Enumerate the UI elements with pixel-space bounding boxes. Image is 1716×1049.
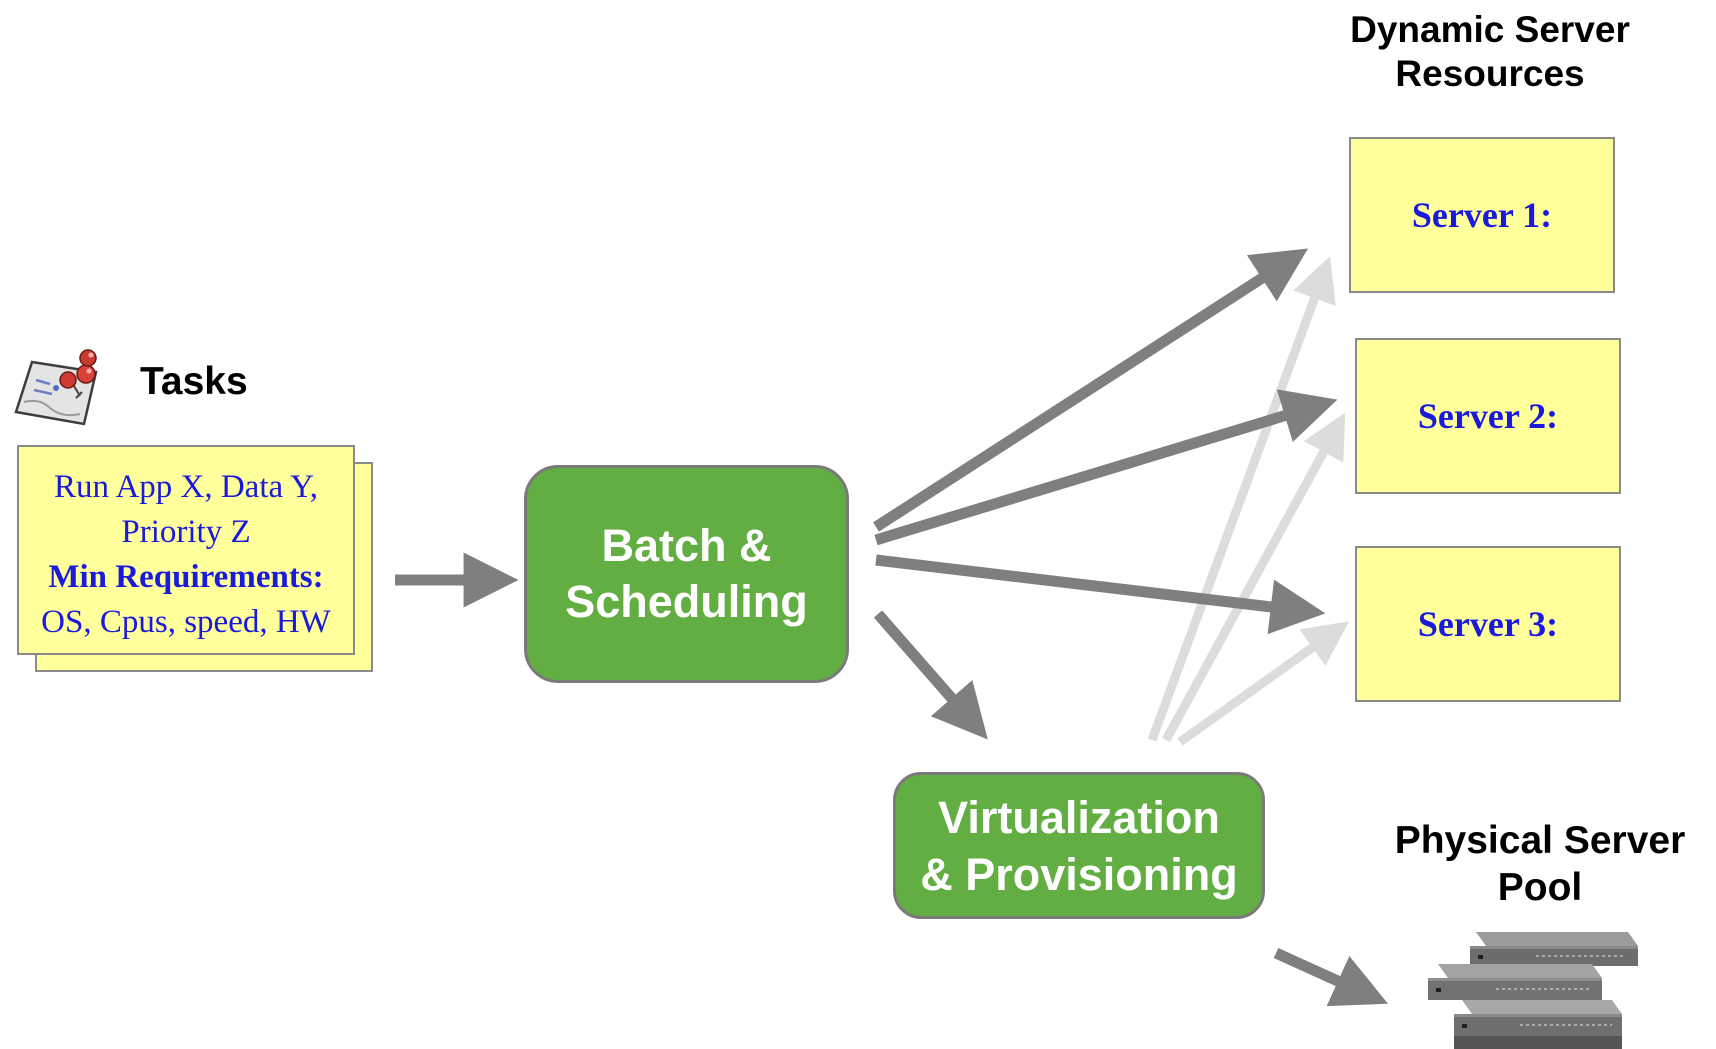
arrow-virtualization-to-server1 (1147, 256, 1336, 742)
dynamic-server-resources-heading: Dynamic Server Resources (1300, 8, 1680, 97)
arrow-batch-to-server2 (874, 389, 1338, 546)
virtualization-line2: & Provisioning (920, 848, 1238, 900)
server-3-box: Server 3: (1355, 546, 1621, 702)
arrow-batch-to-virtualization (873, 610, 988, 740)
batch-line2: Scheduling (565, 576, 808, 627)
task-line-specs: OS, Cpus, speed, HW (41, 604, 331, 640)
server-1-label: Server 1: (1411, 195, 1553, 235)
physical-server-pool-heading: Physical Server Pool (1370, 818, 1710, 912)
virtualization-provisioning-box: Virtualization & Provisioning (893, 772, 1265, 919)
server-1-box: Server 1: (1349, 137, 1615, 293)
task-line-min-requirements: Min Requirements: (48, 559, 324, 595)
task-card: Run App X, Data Y, Priority Z Min Requir… (17, 445, 355, 655)
dynamic-heading-line2: Resources (1395, 53, 1585, 95)
virtualization-line1: Virtualization (938, 791, 1220, 843)
task-line-priority: Priority Z (121, 514, 251, 550)
dynamic-heading-line1: Dynamic Server (1350, 9, 1630, 50)
arrow-virtualization-to-server2 (1162, 412, 1346, 743)
rack-servers-icon (1428, 932, 1638, 1049)
arrow-virtualization-to-pool (1273, 947, 1389, 1007)
tasks-heading: Tasks (140, 360, 248, 403)
task-line-app: Run App X, Data Y, (54, 469, 318, 505)
arrow-batch-to-server1 (873, 248, 1309, 532)
server-2-box: Server 2: (1355, 338, 1621, 494)
arrow-batch-to-server3 (875, 554, 1326, 635)
batch-scheduling-box: Batch & Scheduling (524, 465, 849, 683)
arrow-virtualization-to-server3 (1177, 621, 1350, 746)
server-3-label: Server 3: (1417, 604, 1559, 644)
server-2-label: Server 2: (1417, 396, 1559, 436)
physical-heading-line1: Physical Server (1394, 819, 1686, 862)
clipboard-pushpin-icon (14, 349, 98, 426)
physical-heading-line2: Pool (1497, 865, 1583, 909)
batch-line1: Batch & (601, 520, 772, 571)
